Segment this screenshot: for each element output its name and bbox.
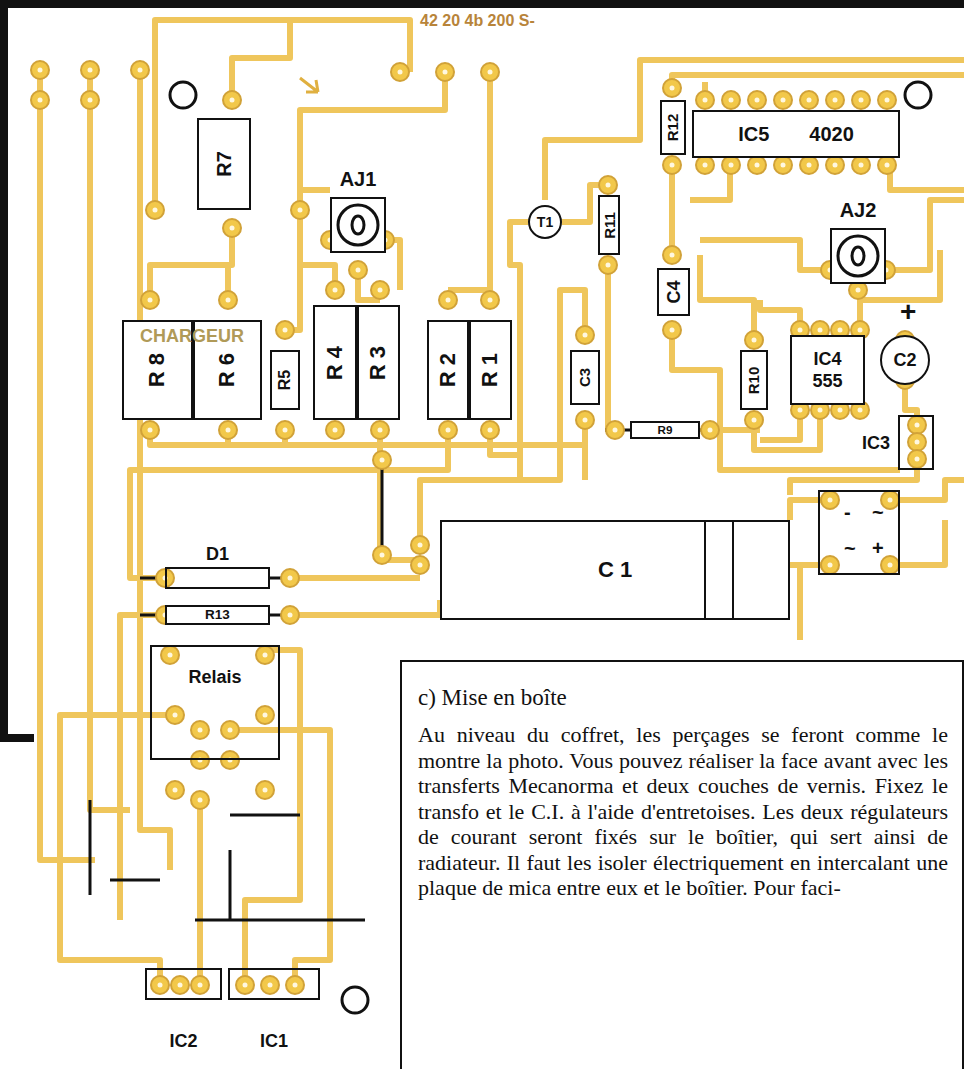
resistor-symbol: R12: [660, 100, 686, 155]
watermark: CHARGEUR: [140, 326, 244, 347]
capacitor-band: [704, 522, 706, 618]
component-label: ~: [844, 538, 856, 558]
regulator-outline: IC3: [898, 415, 934, 470]
capacitor-band: [732, 522, 734, 618]
relay-outline: Relais: [150, 645, 280, 760]
capacitor-symbol: C3: [570, 350, 600, 405]
capacitor-symbol: C 1: [440, 520, 790, 620]
component-label: R13: [205, 608, 230, 622]
pcb-reference: 42 20 4b 200 S-: [420, 12, 535, 30]
regulator-outline: IC1: [228, 968, 320, 1000]
regulator-outline: IC2: [145, 968, 222, 1000]
polarity-mark: +: [900, 296, 916, 328]
trimmer-dial: [332, 199, 384, 251]
text-panel: c) Mise en boîte Au niveau du coffret, le…: [400, 660, 964, 1069]
component-label: AJ2: [840, 200, 877, 220]
component-label: R 3: [368, 345, 390, 379]
component-label: T1: [537, 215, 553, 229]
ic-outline: IC5 4020: [692, 110, 900, 158]
resistor-symbol: R 1: [469, 320, 512, 420]
component-label: C 1: [598, 559, 632, 581]
resistor-symbol: R10: [740, 350, 768, 410]
capacitor-symbol: C4: [657, 268, 690, 316]
component-label: R9: [658, 424, 673, 436]
component-label: R 8: [147, 353, 169, 387]
component-label: C4: [664, 280, 682, 303]
capacitor-symbol: C2: [880, 335, 930, 385]
component-label: IC2: [169, 1032, 197, 1050]
bridge-rectifier: - ~ ~ +: [818, 490, 900, 575]
component-label: C3: [578, 368, 593, 387]
transistor-symbol: T1: [528, 205, 562, 239]
component-label: IC4: [813, 350, 841, 368]
component-label: R7: [214, 151, 234, 177]
component-label: Relais: [185, 667, 244, 687]
component-label: IC3: [862, 434, 890, 452]
component-label: -: [844, 502, 851, 522]
component-label: +: [872, 538, 884, 558]
component-label: IC5: [738, 124, 769, 144]
component-label: R5: [277, 370, 293, 390]
component-label: R12: [666, 114, 681, 142]
resistor-symbol: R 4: [313, 305, 357, 420]
ic-outline: IC4555: [790, 335, 865, 405]
component-label: AJ1: [340, 169, 377, 189]
trimmer-symbol: AJ2: [830, 228, 886, 284]
component-label: R 1: [480, 353, 502, 387]
component-label: D1: [206, 545, 229, 563]
section-heading: c) Mise en boîte: [418, 684, 948, 712]
resistor-symbol: R7: [197, 118, 251, 210]
diode-symbol: D1: [165, 567, 270, 589]
component-label: R11: [602, 212, 617, 239]
body-text: Au niveau du coffret, les perçages se fe…: [418, 722, 948, 901]
component-label: 4020: [809, 124, 854, 144]
resistor-symbol: R11: [598, 195, 620, 255]
resistor-symbol: R13: [165, 605, 270, 625]
component-label: R 6: [217, 353, 239, 387]
resistor-symbol: R5: [270, 350, 300, 410]
component-label: C2: [893, 351, 916, 369]
component-label: R 2: [437, 353, 459, 387]
resistor-symbol: R 3: [357, 305, 400, 420]
resistor-symbol: R 2: [427, 320, 469, 420]
resistor-symbol: R9: [630, 421, 700, 439]
component-label: R 4: [324, 345, 346, 379]
component-label: R10: [747, 366, 762, 394]
component-label: ~: [872, 502, 884, 522]
trimmer-dial: [832, 230, 884, 282]
trimmer-symbol: AJ1: [330, 197, 386, 253]
component-label: 555: [812, 372, 842, 390]
component-label: IC1: [260, 1032, 288, 1050]
